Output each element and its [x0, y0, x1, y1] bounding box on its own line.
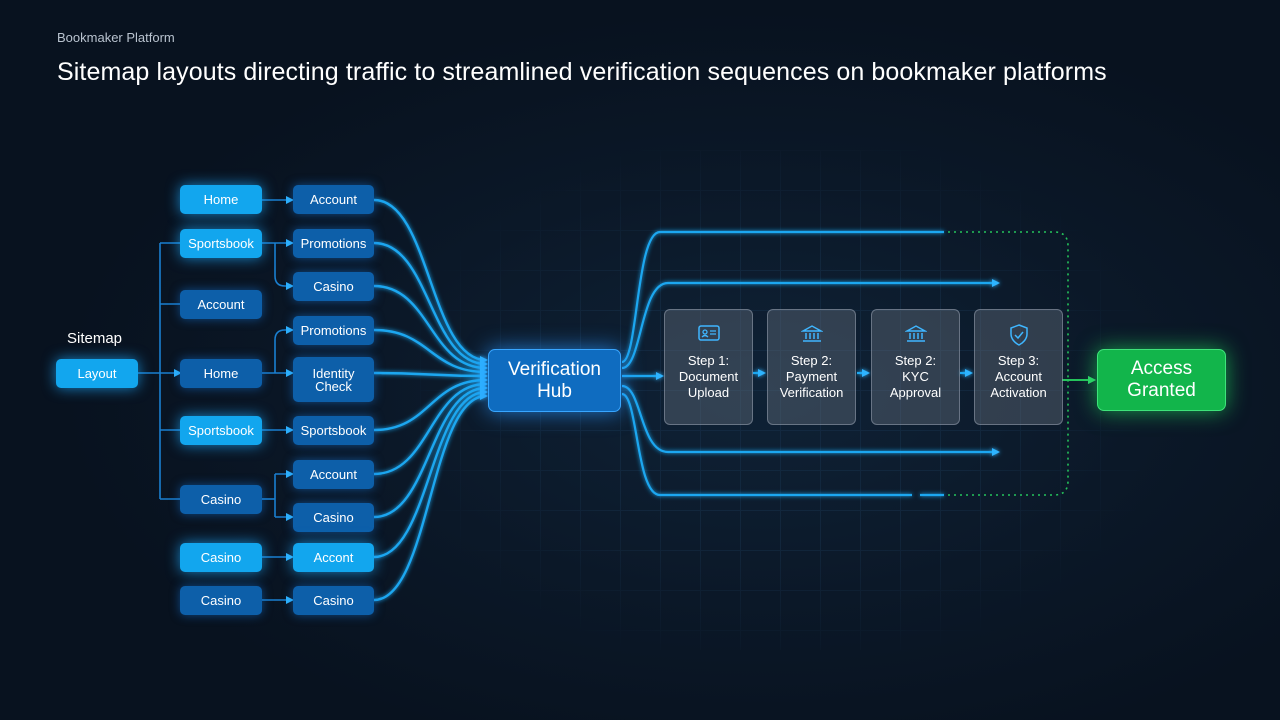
- funnel-lines: [373, 198, 488, 602]
- hub-label-line2: Hub: [537, 380, 572, 402]
- bank-icon: [768, 324, 855, 346]
- step-4-line2: Account: [995, 369, 1042, 384]
- col2-node-casino[interactable]: Casino: [293, 272, 374, 301]
- page-title: Sitemap layouts directing traffic to str…: [57, 58, 1107, 86]
- sitemap-tree-lines: [137, 196, 294, 604]
- col1-node-home[interactable]: Home: [180, 185, 262, 214]
- col2-node-promotions[interactable]: Promotions: [293, 316, 374, 345]
- step-2-title: Step 2:: [790, 353, 833, 368]
- step-payment-verification[interactable]: Step 2: Payment Verification: [767, 309, 856, 425]
- access-label-line1: Access: [1130, 358, 1193, 379]
- access-label-line2: Granted: [1127, 380, 1196, 401]
- step-document-upload[interactable]: Step 1: Document Upload: [664, 309, 753, 425]
- col2-node-identity-check[interactable]: Identity Check: [293, 357, 374, 402]
- step-1-line2: Document: [678, 369, 739, 384]
- access-granted[interactable]: Access Granted: [1097, 349, 1226, 411]
- col2-node-sportsbook[interactable]: Sportsbook: [293, 416, 374, 445]
- id-card-icon: [665, 324, 752, 346]
- verification-hub[interactable]: Verification Hub: [488, 349, 621, 412]
- col2-node-account[interactable]: Accont: [293, 543, 374, 572]
- step-2-line2: Payment: [785, 369, 838, 384]
- step-account-activation[interactable]: Step 3: Account Activation: [974, 309, 1063, 425]
- step-4-line3: Activation: [990, 385, 1047, 400]
- step-2-line3: Verification: [779, 385, 844, 400]
- hub-outflow-lines: [621, 230, 1000, 497]
- step-4-title: Step 3:: [997, 353, 1040, 368]
- col1-node-sportsbook[interactable]: Sportsbook: [180, 229, 262, 258]
- col2-node-account[interactable]: Account: [293, 185, 374, 214]
- col2-node-casino[interactable]: Casino: [293, 503, 374, 532]
- sitemap-label: Sitemap: [67, 330, 123, 347]
- col1-node-casino[interactable]: Casino: [180, 485, 262, 514]
- col2-node-account[interactable]: Account: [293, 460, 374, 489]
- brand-label: Bookmaker Platform: [57, 30, 175, 45]
- bank-icon: [872, 324, 959, 346]
- shield-check-icon: [975, 324, 1062, 346]
- col1-node-sportsbook[interactable]: Sportsbook: [180, 416, 262, 445]
- col1-node-casino[interactable]: Casino: [180, 586, 262, 615]
- col2-node-promotions[interactable]: Promotions: [293, 229, 374, 258]
- col1-node-casino[interactable]: Casino: [180, 543, 262, 572]
- step-3-line2: KYC: [902, 369, 929, 384]
- step-1-title: Step 1:: [687, 353, 730, 368]
- step-1-line3: Upload: [687, 385, 730, 400]
- step-kyc-approval[interactable]: Step 2: KYC Approval: [871, 309, 960, 425]
- step-3-title: Step 2:: [894, 353, 937, 368]
- hub-label-line1: Verification: [508, 358, 601, 380]
- col1-node-home[interactable]: Home: [180, 359, 262, 388]
- sitemap-root-layout[interactable]: Layout: [56, 359, 138, 388]
- step-3-line3: Approval: [889, 385, 942, 400]
- col1-node-account[interactable]: Account: [180, 290, 262, 319]
- col2-node-casino[interactable]: Casino: [293, 586, 374, 615]
